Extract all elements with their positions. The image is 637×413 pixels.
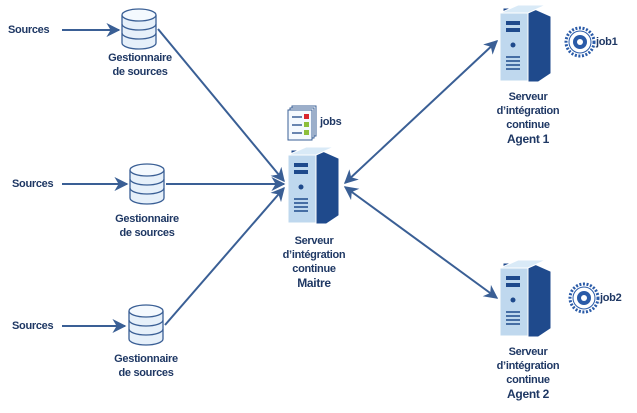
manager-line: Gestionnaire	[114, 353, 178, 365]
agent2-server-label: Serveur d’intégration continue Agent 2	[480, 345, 576, 401]
source-manager-db-icon-3	[128, 304, 164, 346]
job1-label: job1	[596, 36, 618, 48]
agent2-gear-icon	[568, 282, 600, 314]
manager-line: de sources	[118, 367, 174, 379]
source-manager-label-2: Gestionnaire de sources	[105, 212, 189, 240]
agent1-server-icon	[499, 4, 551, 82]
agent1-gear-icon	[564, 26, 596, 58]
sources-label-2: Sources	[12, 178, 54, 190]
job2-label: job2	[600, 292, 622, 304]
job-list-icon	[287, 105, 317, 141]
source-manager-label-3: Gestionnaire de sources	[104, 352, 188, 380]
master-agent2-arrow	[343, 186, 499, 299]
manager-line: de sources	[119, 227, 175, 239]
manager-line: Gestionnaire	[108, 52, 172, 64]
manager-line: Gestionnaire	[115, 213, 179, 225]
agent2-role: Agent 2	[507, 387, 549, 401]
master-server-icon	[287, 146, 339, 224]
sources-label-3: Sources	[12, 320, 54, 332]
manager-1-to-master-arrow	[157, 28, 285, 183]
master-role: Maitre	[297, 276, 331, 290]
master-line: d’intégration	[282, 249, 346, 261]
sources-label-1: Sources	[8, 24, 50, 36]
agent1-line: continue	[506, 119, 550, 131]
agent2-server-icon	[499, 259, 551, 337]
agent2-line: Serveur	[508, 346, 548, 358]
source-manager-label-1: Gestionnaire de sources	[98, 51, 182, 79]
agent2-line: d’intégration	[496, 360, 560, 372]
source-manager-db-icon-1	[121, 8, 157, 50]
agent1-role: Agent 1	[507, 132, 549, 146]
master-line: continue	[292, 263, 336, 275]
agent1-line: d’intégration	[496, 105, 560, 117]
source-manager-db-icon-2	[129, 163, 165, 205]
master-agent1-arrow	[343, 40, 499, 184]
master-server-label: Serveur d’intégration continue Maitre	[266, 234, 362, 290]
agent2-line: continue	[506, 374, 550, 386]
master-line: Serveur	[294, 235, 334, 247]
manager-3-to-master-arrow	[164, 186, 285, 326]
jobs-label: jobs	[320, 116, 342, 128]
agent1-server-label: Serveur d’intégration continue Agent 1	[480, 90, 576, 146]
manager-line: de sources	[112, 66, 168, 78]
agent1-line: Serveur	[508, 91, 548, 103]
